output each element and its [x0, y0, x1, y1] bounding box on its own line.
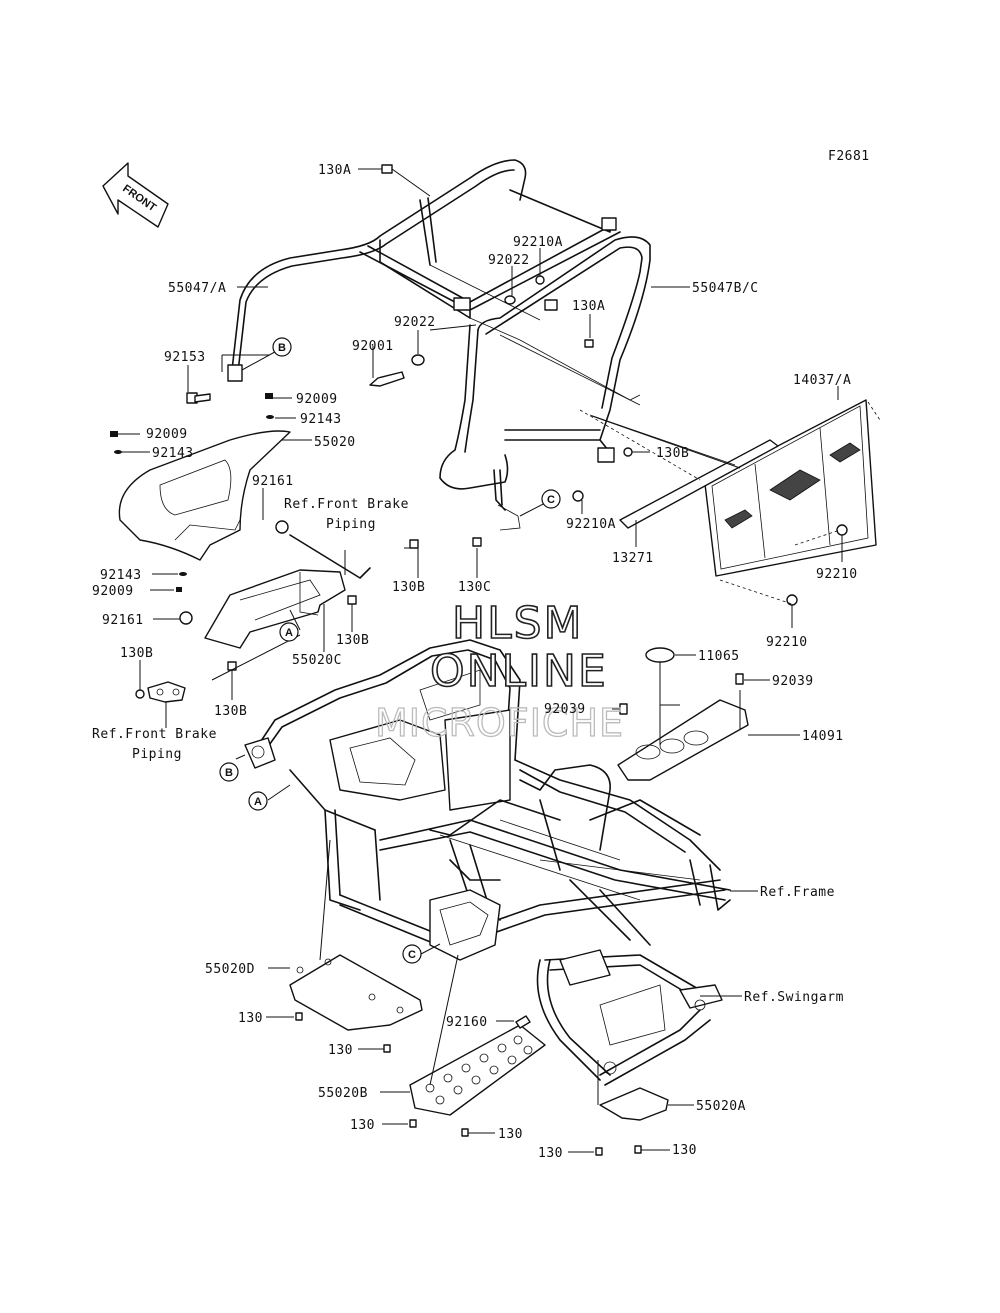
- watermark-line-3: MICROFICHE: [375, 701, 624, 745]
- label-130b-c: 130B: [120, 646, 153, 661]
- fasteners: [110, 164, 848, 1156]
- dashed-guides: [579, 401, 881, 606]
- svg-text:C: C: [408, 949, 416, 961]
- front-cover-55020: [118, 430, 291, 561]
- label-92210-a: 92210: [816, 567, 858, 582]
- label-92009-a: 92009: [296, 392, 338, 407]
- label-130b-d: 130B: [214, 704, 247, 719]
- piping-bracket: [147, 681, 186, 703]
- circle-marker-c-bottom: C: [402, 944, 422, 964]
- svg-text:B: B: [225, 767, 233, 779]
- part-labels: 130A 92210A 92022 55047/A 55047B/C 130A …: [92, 163, 858, 1161]
- roll-cage-55047: [227, 159, 651, 531]
- label-14037a: 14037/A: [793, 373, 851, 388]
- label-55020: 55020: [314, 435, 356, 450]
- label-92009-c: 92009: [92, 584, 134, 599]
- svg-text:B: B: [278, 342, 286, 354]
- label-130-b: 130: [328, 1043, 353, 1058]
- label-92022-mid: 92022: [394, 315, 436, 330]
- circle-marker-a-bottom: A: [248, 791, 268, 811]
- circle-marker-b-top: B: [272, 337, 292, 357]
- leader-lines: [118, 168, 843, 1153]
- circle-marker-a-top: A: [279, 622, 299, 642]
- watermark: HLSM ONLINE MICROFICHE: [374, 597, 624, 745]
- svg-text:A: A: [254, 796, 262, 808]
- label-55020a: 55020A: [696, 1099, 746, 1114]
- swingarm: [536, 949, 723, 1086]
- label-92039-b: 92039: [544, 702, 586, 717]
- label-92160: 92160: [446, 1015, 488, 1030]
- label-55020d: 55020D: [205, 962, 255, 977]
- label-13271: 13271: [612, 551, 654, 566]
- label-130c: 130C: [458, 580, 491, 595]
- label-92001: 92001: [352, 339, 394, 354]
- label-55020c: 55020C: [292, 653, 342, 668]
- watermark-line-1: HLSM: [452, 598, 584, 649]
- label-130-f: 130: [672, 1143, 697, 1158]
- label-92210a-mid: 92210A: [566, 517, 616, 532]
- label-ref-frame: Ref.Frame: [760, 885, 835, 900]
- label-130b-right: 130B: [656, 446, 689, 461]
- rear-grille-14037a: [589, 399, 877, 577]
- label-130-e: 130: [538, 1146, 563, 1161]
- circle-marker-b-bottom: B: [219, 762, 239, 782]
- label-92143-b: 92143: [152, 446, 194, 461]
- label-55020b: 55020B: [318, 1086, 368, 1101]
- watermark-line-2: ONLINE: [430, 646, 608, 697]
- label-130b-b: 130B: [336, 633, 369, 648]
- label-130a-mid: 130A: [572, 299, 605, 314]
- label-130-c: 130: [350, 1118, 375, 1133]
- label-92210-b: 92210: [766, 635, 808, 650]
- label-55047bc: 55047B/C: [692, 281, 759, 296]
- label-92143-a: 92143: [300, 412, 342, 427]
- svg-text:A: A: [285, 627, 293, 639]
- skid-plate-55020a: [599, 1087, 669, 1121]
- label-92161-a: 92161: [252, 474, 294, 489]
- label-92143-c: 92143: [100, 568, 142, 583]
- label-130b-a: 130B: [392, 580, 425, 595]
- front-direction-arrow: FRONT: [102, 162, 169, 228]
- circle-marker-c-top: C: [541, 489, 561, 509]
- label-14091: 14091: [802, 729, 844, 744]
- label-55047a: 55047/A: [168, 281, 226, 296]
- label-130-a: 130: [238, 1011, 263, 1026]
- label-92022-top: 92022: [488, 253, 530, 268]
- bracket-55020c: [204, 534, 371, 649]
- label-130a-top: 130A: [318, 163, 351, 178]
- label-11065: 11065: [698, 649, 740, 664]
- label-130-d: 130: [498, 1127, 523, 1142]
- label-ref-front-brake-2b: Piping: [132, 747, 182, 762]
- label-92009-b: 92009: [146, 427, 188, 442]
- label-92210a-top: 92210A: [513, 235, 563, 250]
- label-ref-swingarm: Ref.Swingarm: [744, 990, 844, 1005]
- label-ref-front-brake-1b: Piping: [326, 517, 376, 532]
- figure-code: F2681: [828, 149, 870, 164]
- skid-plate-55020b: [409, 1015, 546, 1116]
- label-ref-front-brake-2a: Ref.Front Brake: [92, 727, 217, 742]
- label-ref-front-brake-1a: Ref.Front Brake: [284, 497, 409, 512]
- label-92161-b: 92161: [102, 613, 144, 628]
- svg-text:C: C: [547, 494, 555, 506]
- main-frame: [244, 639, 731, 961]
- label-92153: 92153: [164, 350, 206, 365]
- skid-plate-55020d: [289, 954, 423, 1031]
- label-92039-a: 92039: [772, 674, 814, 689]
- cover-14091: [617, 647, 749, 781]
